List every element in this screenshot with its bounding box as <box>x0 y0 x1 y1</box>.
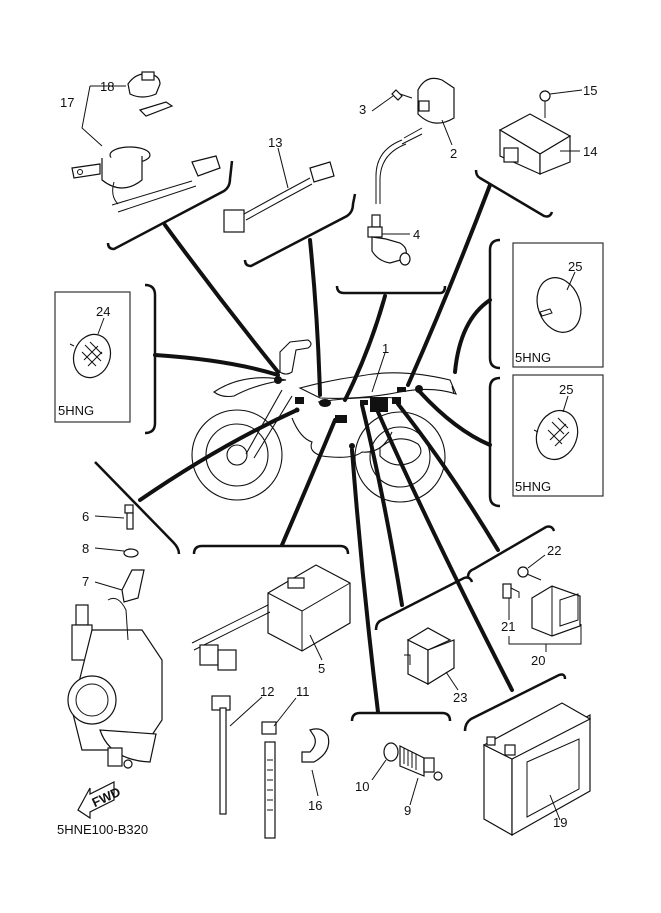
callout-4: 4 <box>413 227 420 242</box>
relay-group: 23 <box>404 627 467 705</box>
callout-25-lower: 25 <box>559 382 573 397</box>
callout-7: 7 <box>82 574 89 589</box>
variant-box-25-lower: 25 5HNG <box>512 374 604 497</box>
variant-box-25-upper: 25 5HNG <box>512 242 604 368</box>
callout-15: 15 <box>583 83 597 98</box>
callout-5: 5 <box>318 661 325 676</box>
lead-wire-group: 13 <box>223 135 335 233</box>
callout-11: 11 <box>296 684 310 699</box>
variant-label: 5HNG <box>515 479 551 494</box>
callout-24: 24 <box>96 304 110 319</box>
callout-22: 22 <box>547 543 561 558</box>
callout-25-upper: 25 <box>568 259 582 274</box>
callout-18: 18 <box>100 79 114 94</box>
ignition-coil-group: 3 2 4 <box>359 77 457 266</box>
fwd-arrow: FWD <box>77 781 123 820</box>
variant-label: 5HNG <box>515 350 551 365</box>
callout-13: 13 <box>268 135 282 150</box>
callout-1: 1 <box>382 341 389 356</box>
callout-19: 19 <box>553 815 567 830</box>
battery-group: 19 <box>482 702 592 837</box>
starter-relay-group: 22 21 20 <box>501 543 582 668</box>
variant-box-24: 24 5HNG <box>54 291 131 423</box>
rectifier-group: 15 14 <box>498 83 597 175</box>
callout-8: 8 <box>82 541 89 556</box>
callout-17: 17 <box>60 95 74 110</box>
fwd-label: FWD <box>90 784 123 810</box>
neutral-switch-group: 10 9 <box>355 742 443 818</box>
variant-label: 5HNG <box>58 403 94 418</box>
ties-group: 12 11 16 <box>211 684 330 839</box>
callout-2: 2 <box>450 146 457 161</box>
diagram-code: 5HNE100-B320 <box>57 822 148 837</box>
callout-20: 20 <box>531 653 545 668</box>
callout-16: 16 <box>308 798 322 813</box>
group-brackets <box>94 160 567 732</box>
callout-6: 6 <box>82 509 89 524</box>
callout-3: 3 <box>359 102 366 117</box>
callout-14: 14 <box>583 144 597 159</box>
carburetor-group: 6 8 7 <box>67 504 163 769</box>
callout-9: 9 <box>404 803 411 818</box>
connector-lines <box>138 183 514 714</box>
callout-21: 21 <box>501 619 515 634</box>
main-switch-group: 18 17 <box>60 71 221 213</box>
callout-10: 10 <box>355 779 369 794</box>
wire-harness-callout: 1 <box>371 341 389 393</box>
callout-12: 12 <box>260 684 274 699</box>
cdi-unit-group: 5 <box>191 564 351 676</box>
callout-23: 23 <box>453 690 467 705</box>
